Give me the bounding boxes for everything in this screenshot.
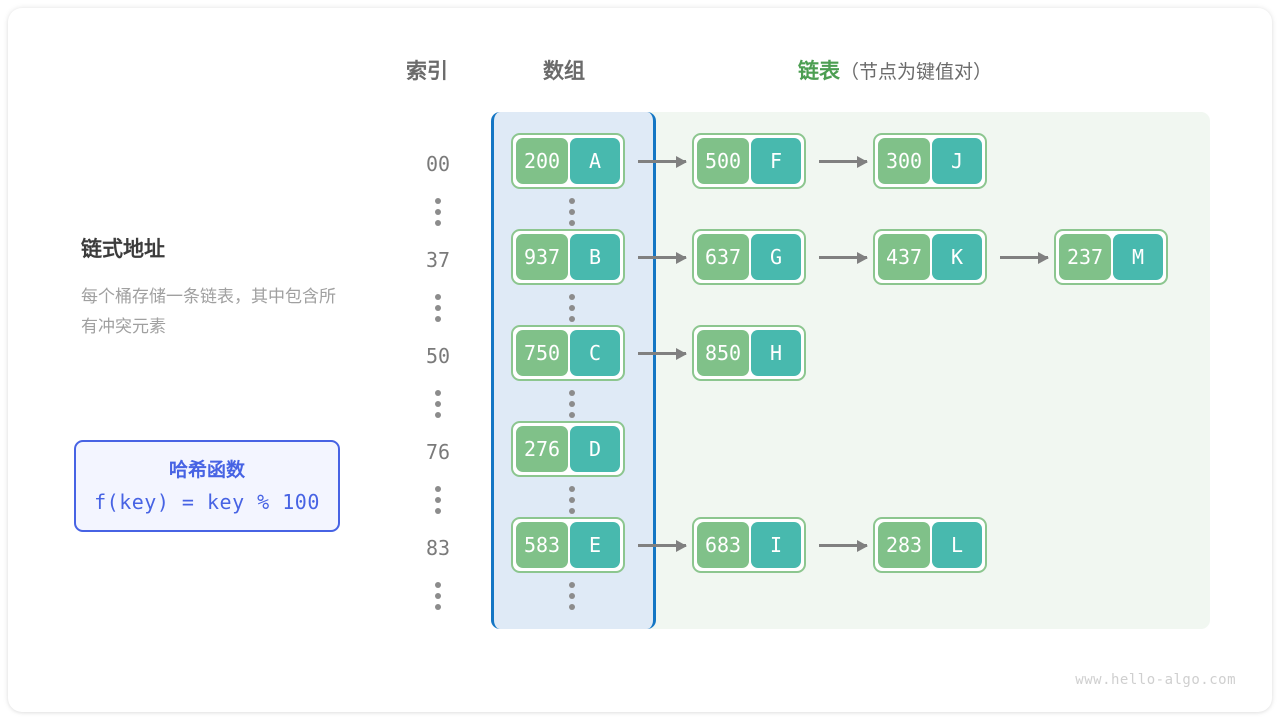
link-arrow	[819, 155, 868, 168]
column-header-linked-list: 链表（节点为键值对）	[798, 55, 992, 85]
ellipsis-dots	[569, 294, 575, 322]
ellipsis-dots	[435, 294, 441, 322]
column-header-linked-list-main: 链表	[798, 60, 840, 83]
ellipsis-dots	[435, 486, 441, 514]
node-key: 300	[878, 138, 930, 184]
link-arrow	[638, 251, 687, 264]
link-arrow	[638, 539, 687, 552]
panel-title: 链式地址	[81, 238, 165, 261]
bucket-index-label: 00	[425, 152, 451, 176]
node-key: 200	[516, 138, 568, 184]
column-header-index: 索引	[406, 60, 448, 83]
ellipsis-dots	[435, 390, 441, 418]
node-value: A	[570, 138, 620, 184]
column-header-array: 数组	[543, 60, 585, 83]
bucket-index-label: 50	[425, 344, 451, 368]
node-value: F	[751, 138, 801, 184]
node-value: C	[570, 330, 620, 376]
node-key: 937	[516, 234, 568, 280]
node-value: G	[751, 234, 801, 280]
node-key: 500	[697, 138, 749, 184]
node-key: 583	[516, 522, 568, 568]
bucket-index-label: 37	[425, 248, 451, 272]
node-key: 683	[697, 522, 749, 568]
ellipsis-dots	[569, 390, 575, 418]
node-value: L	[932, 522, 982, 568]
link-arrow	[819, 539, 868, 552]
ellipsis-dots	[569, 582, 575, 610]
node-value: K	[932, 234, 982, 280]
bucket-index-label: 76	[425, 440, 451, 464]
ellipsis-dots	[435, 198, 441, 226]
ellipsis-dots	[435, 582, 441, 610]
link-arrow	[638, 155, 687, 168]
node-value: B	[570, 234, 620, 280]
node-value: H	[751, 330, 801, 376]
node-key: 850	[697, 330, 749, 376]
ellipsis-dots	[569, 486, 575, 514]
node-value: I	[751, 522, 801, 568]
node-value: M	[1113, 234, 1163, 280]
hash-function-formula: f(key) = key % 100	[94, 490, 320, 514]
node-value: J	[932, 138, 982, 184]
hash-function-box: 哈希函数 f(key) = key % 100	[74, 440, 340, 532]
node-key: 637	[697, 234, 749, 280]
watermark: www.hello-algo.com	[1075, 672, 1236, 688]
node-key: 283	[878, 522, 930, 568]
node-key: 437	[878, 234, 930, 280]
node-key: 750	[516, 330, 568, 376]
panel-description: 每个桶存储一条链表，其中包含所有冲突元素	[81, 287, 336, 336]
link-arrow	[819, 251, 868, 264]
node-value: D	[570, 426, 620, 472]
node-value: E	[570, 522, 620, 568]
column-header-linked-list-sub: （节点为键值对）	[840, 62, 993, 83]
link-arrow	[1000, 251, 1049, 264]
hash-function-title: 哈希函数	[168, 460, 245, 481]
bucket-index-label: 83	[425, 536, 451, 560]
ellipsis-dots	[569, 198, 575, 226]
node-key: 276	[516, 426, 568, 472]
node-key: 237	[1059, 234, 1111, 280]
link-arrow	[638, 347, 687, 360]
